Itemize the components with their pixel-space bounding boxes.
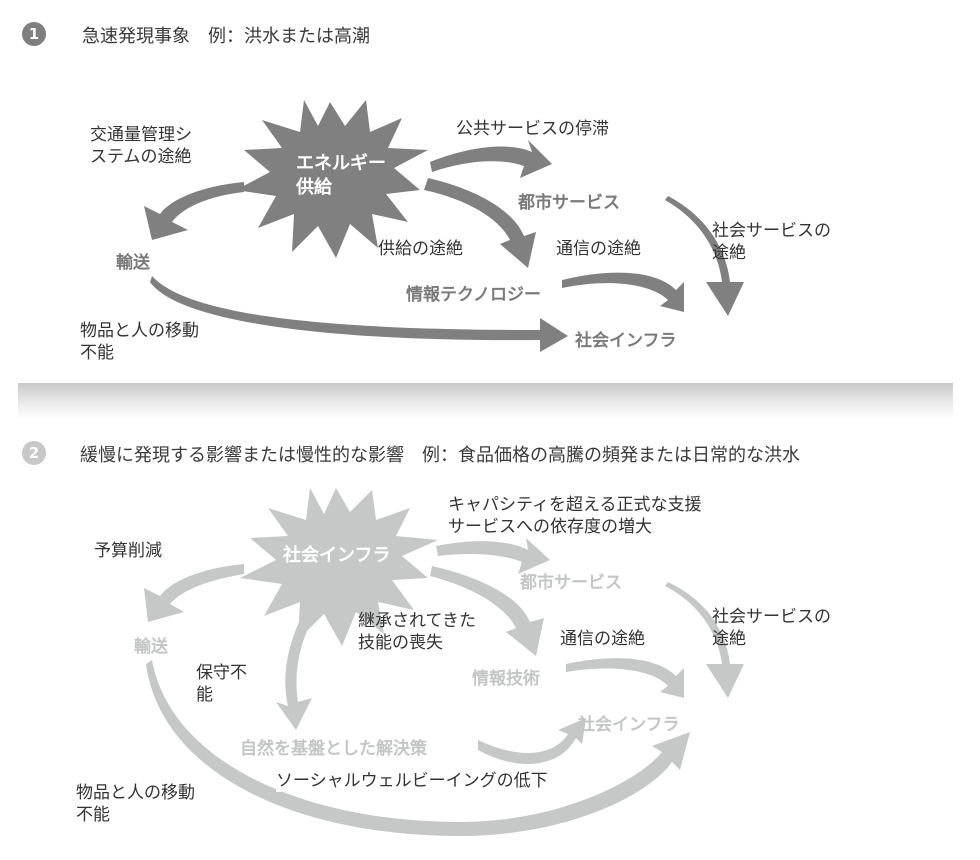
label-line: 不能	[76, 805, 110, 825]
label-communication-disruption: 通信の途絶	[560, 629, 645, 649]
arrow-infra-to-transport-icon	[144, 564, 244, 622]
node-urban-services: 都市サービス	[520, 573, 622, 593]
center-node-social-infrastructure: 社会インフラ	[283, 545, 391, 566]
section-1-number-badge: 1	[22, 22, 46, 46]
label-line: 物品と人の移動	[80, 321, 199, 341]
arrow-urban-to-social-services-icon	[665, 582, 744, 698]
label-line: 能	[196, 685, 213, 705]
label-social-services-disruption: 社会サービスの 途絶	[712, 220, 831, 264]
social-infrastructure-burst-icon	[240, 488, 438, 646]
arrow-infra-to-it-icon	[430, 566, 544, 656]
arrow-it-to-infrastructure-icon	[562, 272, 684, 312]
arrow-infra-to-urban-services-icon	[436, 538, 550, 574]
node-urban-services: 都市サービス	[518, 193, 620, 213]
label-line: ステムの途絶	[90, 147, 192, 167]
label-supply-disruption: 供給の途絶	[378, 239, 463, 259]
section-divider	[18, 383, 953, 419]
label-line: 保守不	[196, 663, 247, 683]
section-2-number: 2	[28, 444, 40, 462]
node-transport: 輸送	[116, 253, 150, 273]
label-line: 社会サービスの	[712, 607, 831, 627]
arrow-transport-to-infrastructure-icon	[150, 276, 568, 352]
node-social-infrastructure: 社会インフラ	[575, 331, 677, 351]
arrow-nature-based-to-infrastructure-icon	[478, 718, 586, 764]
label-line: 交通量管理シ	[90, 125, 192, 145]
label-line: 社会サービスの	[712, 221, 831, 241]
arrow-transport-to-infrastructure-icon	[146, 660, 690, 836]
node-information-technology: 情報テクノロジー	[406, 285, 541, 305]
section-2-number-badge: 2	[22, 441, 46, 465]
label-line: 物品と人の移動	[76, 783, 195, 803]
label-traffic-control-disruption: 交通量管理シ ステムの途絶	[90, 124, 192, 168]
energy-supply-burst-icon	[236, 100, 428, 258]
label-skills-loss: 継承されてきた 技能の喪失	[358, 610, 476, 654]
label-communication-disruption: 通信の途絶	[556, 239, 641, 259]
label-line: 途絶	[712, 629, 746, 649]
label-budget-cuts: 予算削減	[94, 541, 162, 561]
arrow-energy-to-it-icon	[424, 178, 536, 268]
section-1-heading: 急速発現事象 例：洪水または高潮	[82, 26, 370, 47]
center-node-line1: エネルギー	[296, 153, 386, 174]
label-capacity-dependence: キャパシティを超える正式な支援 サービスへの依存度の増大	[448, 494, 701, 538]
node-information-technology: 情報技術	[472, 669, 540, 689]
label-line: 技能の喪失	[358, 633, 443, 653]
label-line: キャパシティを超える正式な支援	[448, 495, 702, 515]
label-wellbeing-decline: ソーシャルウェルビーイングの低下	[276, 770, 548, 792]
label-line: サービスへの依存度の増大	[448, 517, 652, 537]
label-line: 継承されてきた	[358, 611, 476, 631]
node-transport: 輸送	[134, 637, 168, 657]
node-nature-based-solutions: 自然を基盤とした解決策	[240, 739, 427, 759]
label-social-services-disruption: 社会サービスの 途絶	[712, 606, 831, 650]
center-node-line2: 供給	[296, 177, 332, 198]
label-line: 途絶	[712, 243, 746, 263]
section-2-heading: 緩慢に発現する影響または慢性的な影響 例：食品価格の高騰の頻発または日常的な洪水	[80, 445, 800, 466]
section-1-diagram	[144, 100, 744, 352]
section-1-number: 1	[28, 25, 40, 43]
label-maintenance-impossible: 保守不 能	[196, 662, 247, 706]
label-movement-impossible: 物品と人の移動 不能	[80, 320, 199, 364]
label-public-services-stagnation: 公共サービスの停滞	[456, 119, 609, 139]
arrow-energy-to-urban-services-icon	[430, 140, 552, 178]
arrow-urban-to-social-services-icon	[665, 196, 744, 316]
arrow-energy-to-transport-icon	[144, 182, 244, 240]
arrow-infra-to-nature-based-icon	[276, 620, 312, 730]
arrow-it-to-infrastructure-icon	[566, 658, 684, 698]
center-node-energy-supply: エネルギー 供給	[296, 152, 386, 200]
label-line: 不能	[80, 343, 114, 363]
label-movement-impossible: 物品と人の移動 不能	[76, 782, 195, 826]
node-social-infrastructure: 社会インフラ	[578, 715, 680, 735]
